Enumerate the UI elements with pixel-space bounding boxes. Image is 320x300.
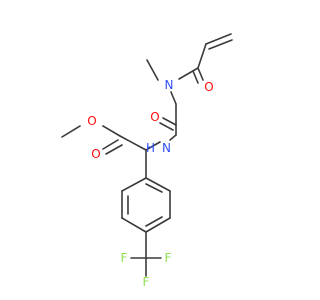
bond <box>145 177 171 192</box>
bond <box>102 139 119 150</box>
bond <box>61 125 81 138</box>
bond <box>197 67 204 81</box>
bond <box>121 217 147 233</box>
atom-n-methyl-amide: N <box>165 78 174 92</box>
atom-label-layer: O O N H O N O F F F <box>87 78 213 289</box>
bond <box>169 134 177 141</box>
bond <box>145 216 163 227</box>
atom-o-amide-carbonyl: O <box>150 110 159 124</box>
atom-o-ester-methoxy: O <box>87 114 96 128</box>
atom-f-top: F <box>143 275 150 289</box>
bond <box>205 33 232 45</box>
atom-o-acryl-carbonyl: O <box>204 80 213 94</box>
bond <box>162 117 177 126</box>
atom-h-amide: H <box>146 141 155 155</box>
bond <box>119 135 147 151</box>
bond <box>121 177 147 192</box>
bond <box>197 43 207 69</box>
bond <box>145 141 161 151</box>
bond <box>192 70 199 84</box>
bond <box>145 183 163 193</box>
bond <box>146 59 159 81</box>
molecule-drawing: O O N H O N O F F F <box>61 33 233 289</box>
bond <box>145 217 171 233</box>
bond <box>102 125 121 137</box>
bond <box>208 39 233 50</box>
bond <box>105 144 123 155</box>
bond-layer <box>61 33 233 277</box>
atom-f-left: F <box>121 251 128 265</box>
atom-f-right: F <box>165 251 172 265</box>
atom-n-amide: N <box>162 141 171 155</box>
bond <box>170 91 177 105</box>
bond <box>178 67 199 80</box>
atom-o-ester-carbonyl: O <box>91 147 100 161</box>
bond <box>159 122 174 131</box>
structure-canvas: O O N H O N O F F F <box>61 33 233 289</box>
